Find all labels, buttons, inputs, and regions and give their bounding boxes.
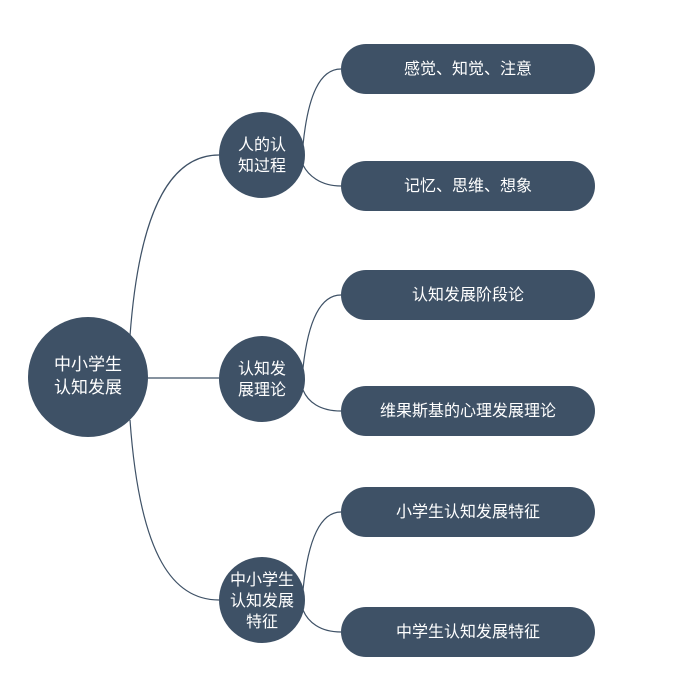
connector-root-branch-1	[129, 154, 220, 337]
leaf-node-label: 感觉、知觉、注意	[403, 59, 532, 78]
connector-branch-2-leaf-1	[302, 294, 342, 369]
leaf-node-label: 认知发展阶段论	[411, 285, 524, 304]
connector-branch-3-leaf-1	[302, 511, 342, 591]
leaf-node-label: 中学生认知发展特征	[395, 622, 540, 641]
leaf-node-secondary-student-features[interactable]: 中学生认知发展特征	[341, 607, 595, 657]
connector-root-branch-3	[129, 419, 220, 601]
connector-branch-1-leaf-2	[302, 164, 342, 187]
leaf-node-sensation-perception-attention[interactable]: 感觉、知觉、注意	[341, 44, 595, 94]
leaf-node-primary-student-features[interactable]: 小学生认知发展特征	[341, 487, 595, 537]
root-node-label: 中小学生认知发展	[54, 355, 122, 398]
connector-branch-2-leaf-2	[302, 389, 342, 412]
branch-node-cognitive-process[interactable]: 人的认知过程	[219, 112, 305, 198]
leaf-node-label: 维果斯基的心理发展理论	[379, 401, 556, 420]
branch-node-label: 中小学生认知发展特征	[229, 569, 294, 631]
branch-node-student-characteristics[interactable]: 中小学生认知发展特征	[219, 557, 305, 643]
leaf-node-memory-thinking-imagination[interactable]: 记忆、思维、想象	[341, 161, 595, 211]
branch-node-label: 人的认知过程	[237, 135, 286, 175]
leaf-node-label: 记忆、思维、想象	[403, 176, 532, 195]
connector-branch-3-leaf-2	[302, 609, 342, 633]
branch-node-label: 认知发展理论	[237, 359, 286, 399]
leaf-node-label: 小学生认知发展特征	[395, 502, 540, 521]
root-node[interactable]: 中小学生认知发展	[28, 317, 148, 437]
leaf-node-stage-theory[interactable]: 认知发展阶段论	[341, 270, 595, 320]
connector-branch-1-leaf-1	[302, 68, 342, 146]
leaf-node-vygotsky-theory[interactable]: 维果斯基的心理发展理论	[341, 386, 595, 436]
branch-node-cognitive-theory[interactable]: 认知发展理论	[219, 336, 305, 422]
